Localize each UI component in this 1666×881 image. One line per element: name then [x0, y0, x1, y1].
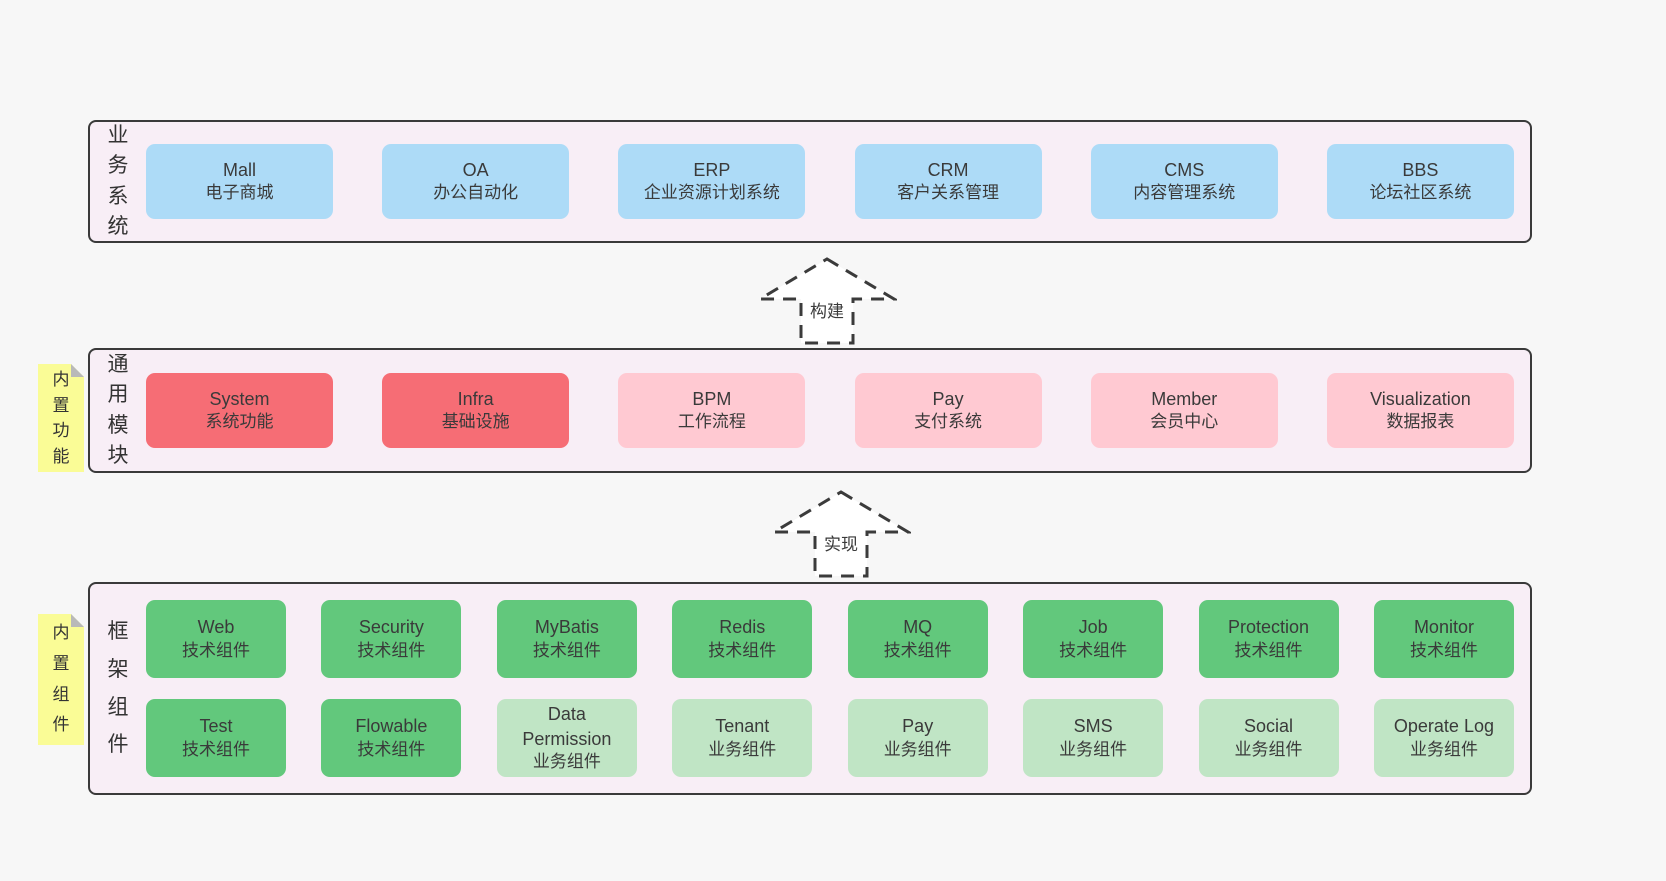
section-business-systems: 业务系统 Mall 电子商城 OA 办公自动化 ERP 企业资源计划系统 CRM…	[88, 120, 1532, 243]
box-security: Security 技术组件	[321, 600, 462, 678]
box-job: Job 技术组件	[1023, 600, 1164, 678]
sticky-note-builtin-components: 内置组件	[38, 614, 84, 745]
box-web: Web 技术组件	[146, 600, 286, 678]
section-common-modules: 通用模块 System 系统功能 Infra 基础设施 BPM 工作流程 Pay…	[88, 348, 1532, 473]
framework-box-rows: Web 技术组件 Security 技术组件 MyBatis 技术组件 Redi…	[146, 584, 1530, 793]
business-box-row: Mall 电子商城 OA 办公自动化 ERP 企业资源计划系统 CRM 客户关系…	[146, 122, 1530, 241]
box-social: Social 业务组件	[1198, 699, 1339, 777]
box-tenant: Tenant 业务组件	[672, 699, 813, 777]
modules-box-row: System 系统功能 Infra 基础设施 BPM 工作流程 Pay 支付系统…	[146, 350, 1530, 471]
box-oa: OA 办公自动化	[382, 144, 570, 219]
box-pay: Pay 支付系统	[854, 373, 1042, 448]
implement-arrow: 实现	[771, 489, 911, 579]
box-infra: Infra 基础设施	[382, 373, 570, 448]
sticky-note-label: 内置组件	[52, 623, 70, 735]
section-label-modules: 通用模块	[107, 352, 129, 467]
box-pay-business: Pay 业务组件	[847, 699, 988, 777]
box-test: Test 技术组件	[146, 699, 286, 777]
sticky-note-builtin-features: 内置功能	[38, 364, 84, 472]
box-protection: Protection 技术组件	[1198, 600, 1339, 678]
build-arrow: 构建	[757, 256, 897, 346]
box-mall: Mall 电子商城	[146, 144, 333, 219]
section-framework-components: 框架组件 Web 技术组件 Security 技术组件 MyBatis 技术组件…	[88, 582, 1532, 795]
box-bbs: BBS 论坛社区系统	[1326, 144, 1514, 219]
implement-arrow-label: 实现	[822, 530, 860, 555]
box-member: Member 会员中心	[1090, 373, 1278, 448]
box-erp: ERP 企业资源计划系统	[618, 144, 806, 219]
box-mybatis: MyBatis 技术组件	[496, 600, 637, 678]
box-crm: CRM 客户关系管理	[854, 144, 1042, 219]
box-mq: MQ 技术组件	[847, 600, 988, 678]
box-operate-log: Operate Log 业务组件	[1373, 699, 1514, 777]
section-label-framework: 框架组件	[107, 619, 129, 757]
framework-row-1: Web 技术组件 Security 技术组件 MyBatis 技术组件 Redi…	[146, 600, 1514, 678]
box-flowable: Flowable 技术组件	[321, 699, 462, 777]
framework-row-2: Test 技术组件 Flowable 技术组件 Data Permission …	[146, 699, 1514, 777]
sticky-note-label: 内置功能	[52, 370, 70, 466]
box-bpm: BPM 工作流程	[618, 373, 806, 448]
box-sms: SMS 业务组件	[1023, 699, 1164, 777]
box-system: System 系统功能	[146, 373, 333, 448]
box-redis: Redis 技术组件	[672, 600, 813, 678]
box-data-permission: Data Permission 业务组件	[496, 699, 637, 777]
box-cms: CMS 内容管理系统	[1090, 144, 1278, 219]
section-label-business: 业务系统	[107, 123, 129, 238]
box-visualization: Visualization 数据报表	[1326, 373, 1514, 448]
box-monitor: Monitor 技术组件	[1373, 600, 1514, 678]
build-arrow-label: 构建	[808, 297, 846, 322]
